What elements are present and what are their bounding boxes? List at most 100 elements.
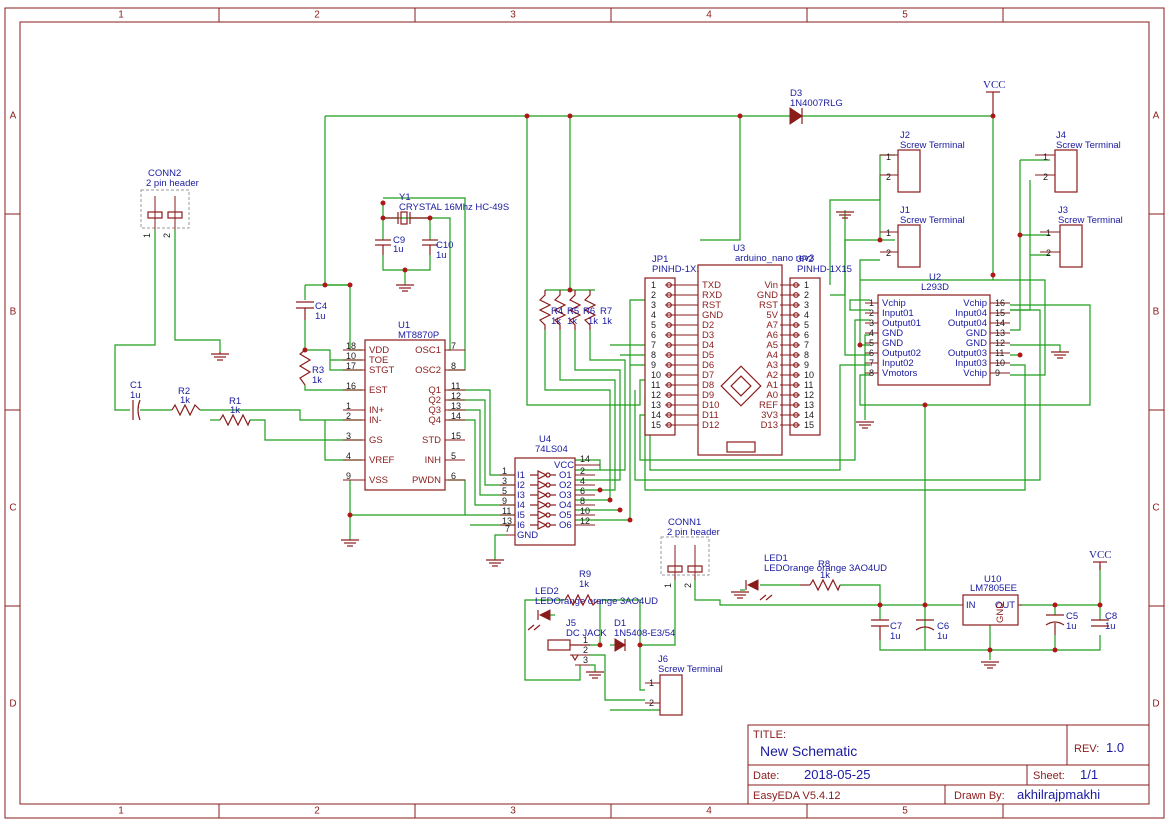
jp2-pin-1: 1: [780, 280, 809, 290]
ground-icon: [586, 671, 604, 679]
c10-capacitor: C10 1u: [422, 239, 453, 261]
svg-text:C5: C5: [1066, 611, 1078, 622]
svg-text:1k: 1k: [180, 395, 190, 406]
svg-text:9: 9: [502, 496, 507, 506]
pullup-resistors: R4 1k R5 1k R6 1k R7 1k: [538, 290, 612, 330]
svg-text:J4: J4: [1056, 130, 1066, 141]
svg-text:C4: C4: [315, 301, 327, 312]
svg-text:GND: GND: [995, 602, 1006, 623]
r1-resistor: R1 1k: [219, 396, 251, 427]
svg-text:15: 15: [651, 420, 661, 430]
svg-text:2: 2: [869, 308, 874, 318]
jp2-pin-5: 5: [780, 320, 809, 330]
svg-text:D12: D12: [702, 420, 719, 431]
svg-text:JP2: JP2: [797, 254, 813, 265]
u3-pin-d2: D2: [680, 320, 714, 331]
rev-value: 1.0: [1106, 740, 1124, 755]
svg-text:A7: A7: [766, 320, 778, 331]
j6-screw-terminal: 12 J6 Screw Terminal: [645, 654, 723, 716]
svg-text:D2: D2: [702, 320, 714, 331]
conn2-value: 2 pin header: [146, 178, 199, 189]
svg-text:CONN1: CONN1: [668, 517, 701, 528]
svg-text:4: 4: [804, 310, 809, 320]
jp2-pin-8: 8: [780, 350, 809, 360]
drawn-value: akhilrajpmakhi: [1017, 787, 1100, 802]
svg-text:Output01: Output01: [882, 318, 921, 329]
svg-text:VSS: VSS: [369, 475, 388, 486]
u2-ref: U2: [929, 272, 941, 283]
zone-row-b-left: B: [10, 307, 17, 318]
j5-dc-jack: 1 2 3 J5 DC JACK: [547, 618, 607, 666]
svg-text:O2: O2: [559, 480, 572, 491]
u3-pin-txd: TXD: [680, 280, 721, 291]
svg-text:D9: D9: [702, 390, 714, 401]
svg-text:1k: 1k: [567, 316, 577, 327]
svg-text:1: 1: [502, 466, 507, 476]
zone-row-a-right: A: [1153, 111, 1160, 122]
svg-text:1k: 1k: [230, 405, 240, 416]
svg-text:D8: D8: [702, 380, 714, 391]
svg-text:R5: R5: [567, 306, 579, 317]
svg-text:R9: R9: [579, 569, 591, 580]
ground-symbols: [211, 211, 1069, 679]
svg-text:O5: O5: [559, 510, 572, 521]
svg-text:9: 9: [995, 368, 1000, 378]
svg-text:I2: I2: [517, 480, 525, 491]
u3-value: arduino_nano rev3: [735, 253, 814, 264]
zone-col-1-top: 1: [118, 10, 124, 21]
ground-icon: [1051, 351, 1069, 359]
svg-text:O3: O3: [559, 490, 572, 501]
svg-text:1: 1: [804, 280, 809, 290]
svg-text:A2: A2: [766, 370, 778, 381]
svg-text:Input04: Input04: [955, 308, 987, 319]
svg-text:2: 2: [346, 411, 351, 421]
svg-text:JP1: JP1: [652, 254, 668, 265]
u1-value: MT8870P: [398, 330, 439, 341]
svg-text:13: 13: [995, 328, 1005, 338]
conn2-ref: CONN2: [148, 168, 181, 179]
svg-text:Output04: Output04: [948, 318, 987, 329]
svg-text:3V3: 3V3: [761, 410, 778, 421]
svg-text:6: 6: [580, 486, 585, 496]
svg-text:RST: RST: [702, 300, 721, 311]
y1-crystal: Y1 CRYSTAL 16Mhz HC-49S: [383, 192, 509, 225]
u3-pin-d7: D7: [680, 370, 714, 381]
svg-text:16: 16: [995, 298, 1005, 308]
u3-ref: U3: [733, 243, 745, 254]
svg-text:2: 2: [583, 645, 588, 655]
svg-text:VDD: VDD: [369, 345, 389, 356]
svg-text:J2: J2: [900, 130, 910, 141]
svg-text:Vin: Vin: [764, 280, 778, 291]
svg-text:5V: 5V: [766, 310, 778, 321]
c1-capacitor: C1 1u: [130, 380, 142, 421]
svg-text:CRYSTAL 16Mhz HC-49S: CRYSTAL 16Mhz HC-49S: [399, 202, 509, 213]
svg-text:6: 6: [869, 348, 874, 358]
svg-text:4: 4: [651, 310, 656, 320]
svg-text:4: 4: [580, 476, 585, 486]
svg-text:O6: O6: [559, 520, 572, 531]
svg-text:R1: R1: [229, 396, 241, 407]
svg-text:11: 11: [502, 506, 511, 516]
svg-text:Input03: Input03: [955, 358, 987, 369]
svg-text:2: 2: [1043, 172, 1048, 182]
svg-text:18: 18: [346, 341, 356, 351]
tool-label: EasyEDA V5.4.12: [753, 790, 840, 802]
svg-text:R3: R3: [312, 365, 324, 376]
svg-text:13: 13: [804, 400, 814, 410]
svg-text:GND: GND: [966, 328, 987, 339]
ground-icon: [396, 284, 414, 292]
svg-text:I4: I4: [517, 500, 525, 511]
j1-screw-terminal: 12 J1 Screw Terminal: [880, 205, 965, 268]
svg-text:3: 3: [651, 300, 656, 310]
j3-screw-terminal: 12 J3 Screw Terminal: [1040, 205, 1123, 268]
